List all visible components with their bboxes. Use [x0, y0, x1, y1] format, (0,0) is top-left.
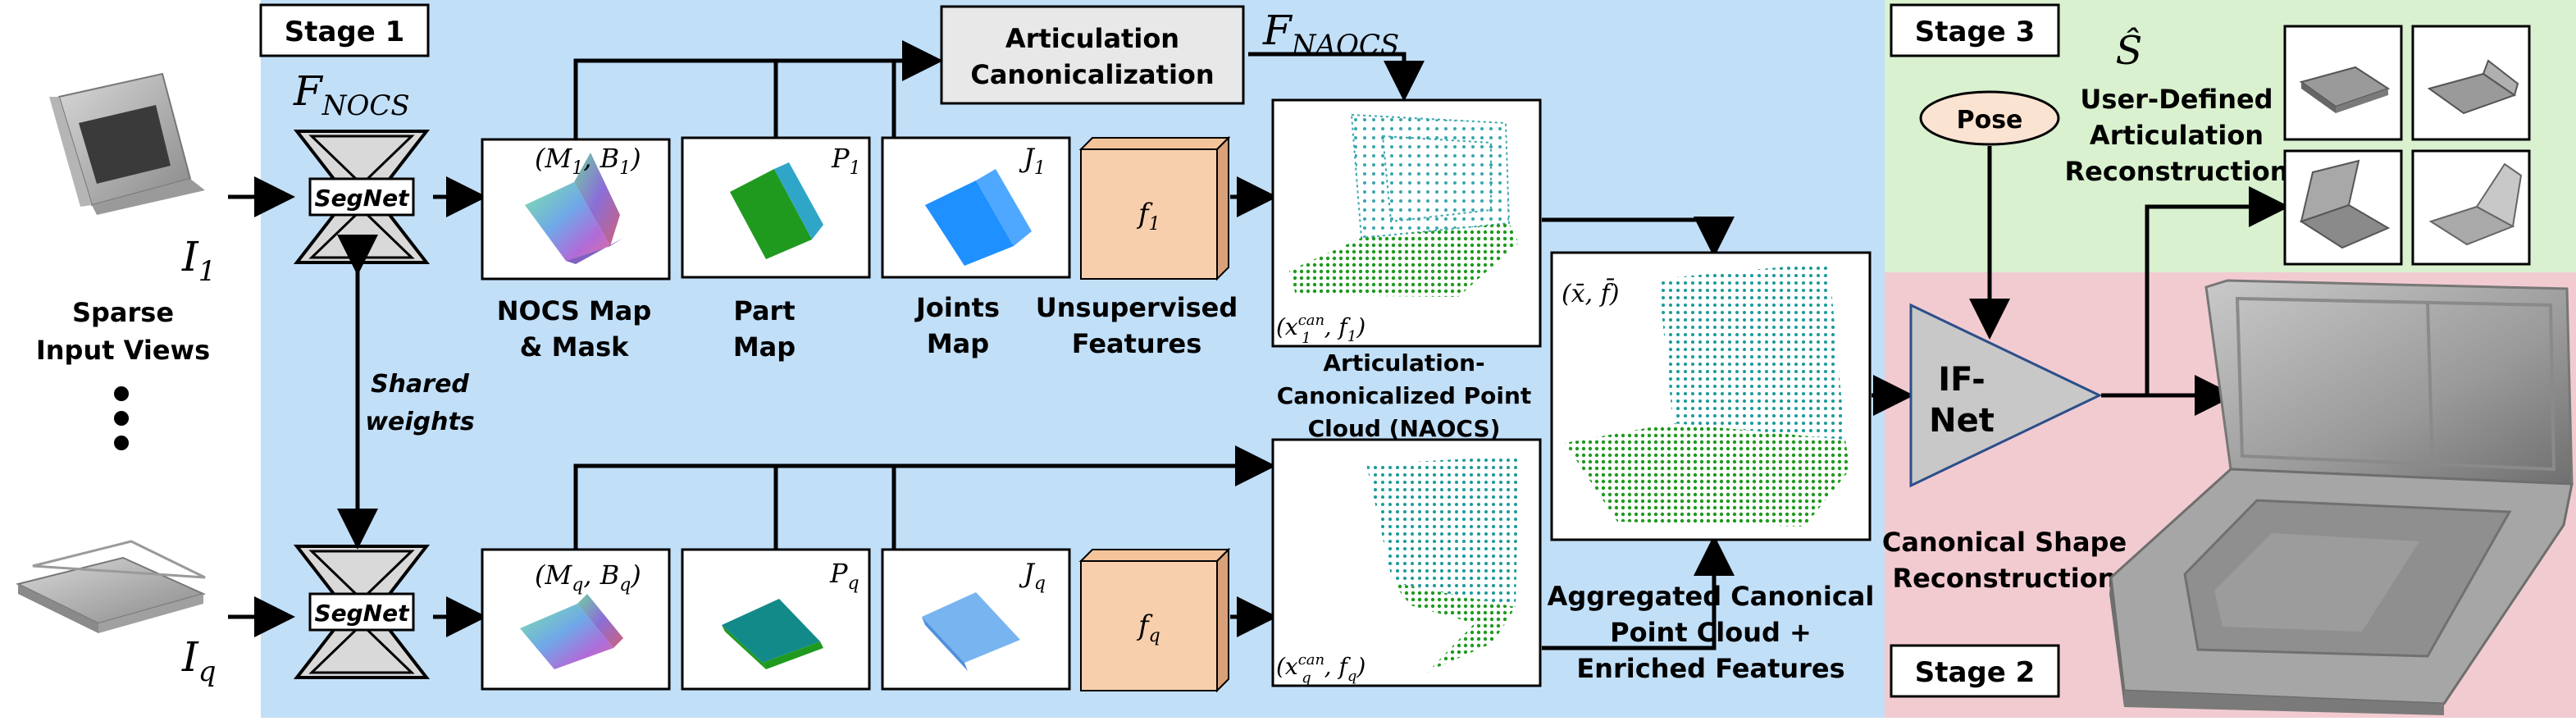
part-map-bottom: Pq	[681, 548, 871, 691]
svg-text:User-Defined: User-Defined	[2080, 84, 2273, 115]
svg-text:Enriched Features: Enriched Features	[1576, 653, 1844, 684]
input-laptop-q	[16, 540, 206, 633]
svg-text:Articulation: Articulation	[1005, 23, 1179, 54]
svg-text:J1: J1	[1019, 143, 1046, 179]
segnet-block-top: SegNet	[293, 130, 431, 264]
top-bus-connectors	[573, 40, 1425, 139]
svg-text:Stage 3: Stage 3	[1915, 16, 2036, 48]
svg-text:SegNet: SegNet	[314, 600, 410, 627]
articulation-thumbnail-2	[2411, 25, 2531, 141]
i1-label: I1	[181, 233, 216, 288]
articulation-thumbnail-1	[2283, 25, 2403, 141]
part-map-top: P1	[681, 136, 871, 279]
caption-user-defined: User-Defined Articulation Reconstruction	[2065, 84, 2289, 187]
svg-text:(Mq, Bq): (Mq, Bq)	[535, 559, 641, 596]
fnocs-label: FNOCS	[293, 67, 410, 122]
svg-text:Point Cloud +: Point Cloud +	[1610, 617, 1812, 648]
svg-text:weights: weights	[365, 408, 474, 436]
svg-text:Pq: Pq	[829, 558, 859, 594]
caption-naocs: Articulation- Canonicalized Point Cloud …	[1277, 349, 1532, 442]
svg-text:Articulation: Articulation	[2090, 120, 2264, 151]
svg-text:Net: Net	[1929, 402, 1995, 440]
shared-weights-caption: Shared weights	[361, 361, 484, 443]
caption-unsupervised-features: Unsupervised Features	[1036, 292, 1238, 359]
pose-ellipse: Pose	[1919, 90, 2060, 146]
svg-text:NOCS Map: NOCS Map	[497, 295, 652, 326]
svg-text:Canonical Shape: Canonical Shape	[1882, 527, 2127, 558]
svg-text:Jq: Jq	[1019, 558, 1046, 594]
svg-text:Ŝ: Ŝ	[2116, 26, 2143, 74]
articulation-thumbnail-3	[2283, 149, 2403, 266]
joint-map-bottom: Jq	[881, 548, 1071, 691]
articulation-thumbnail-4	[2411, 149, 2531, 266]
svg-text:Map: Map	[733, 331, 796, 363]
svg-text:Input Views: Input Views	[36, 335, 210, 366]
nocs-map-top: (M1, B1)	[481, 138, 671, 281]
caption-part-map: Part Map	[733, 295, 796, 363]
svg-text:Part: Part	[733, 295, 795, 326]
segnet-block-bottom: SegNet	[293, 545, 431, 679]
feature-cube-top: f1	[1078, 135, 1231, 281]
svg-text:Features: Features	[1072, 328, 1201, 359]
svg-text:FNOCS: FNOCS	[293, 67, 410, 122]
s-hat-label: Ŝ	[2116, 26, 2143, 74]
svg-text:SegNet: SegNet	[314, 185, 410, 212]
stage3-label: Stage 3	[1890, 3, 2060, 57]
caption-nocs-map: NOCS Map & Mask	[497, 295, 652, 363]
svg-text:Joints: Joints	[914, 292, 1000, 323]
svg-text:& Mask: & Mask	[520, 331, 630, 363]
aggregated-pointcloud: (x̄, f̄)	[1550, 251, 1872, 541]
svg-text:Iq: Iq	[181, 633, 217, 688]
svg-text:P1: P1	[831, 143, 861, 179]
svg-text:(x̄, f̄): (x̄, f̄)	[1562, 277, 1620, 308]
articulation-canonicalization-box: Articulation Canonicalization	[940, 5, 1245, 105]
caption-joints-map: Joints Map	[914, 292, 1000, 359]
svg-text:Reconstruction: Reconstruction	[2065, 156, 2289, 187]
bottom-bus-connectors	[573, 445, 1276, 550]
svg-text:Pose: Pose	[1957, 106, 2023, 135]
svg-text:Canonicalized Point: Canonicalized Point	[1277, 382, 1532, 409]
svg-text:IF-: IF-	[1938, 361, 1986, 399]
iq-label: Iq	[181, 633, 217, 688]
svg-text:Stage 2: Stage 2	[1915, 656, 2036, 689]
input-laptop-1	[49, 72, 205, 215]
ellipsis-dots	[114, 386, 129, 450]
connectors-to-aggregate	[1542, 217, 1735, 650]
svg-text:Canonicalization: Canonicalization	[970, 59, 1214, 90]
svg-text:Map: Map	[927, 328, 989, 359]
feature-cube-bottom: fq	[1078, 547, 1231, 693]
svg-text:Shared: Shared	[371, 370, 469, 399]
svg-text:Articulation-: Articulation-	[1323, 349, 1484, 376]
canonical-shape-mesh	[2109, 279, 2574, 715]
svg-text:Aggregated Canonical: Aggregated Canonical	[1548, 581, 1875, 612]
svg-text:Sparse: Sparse	[72, 297, 174, 328]
svg-text:Unsupervised: Unsupervised	[1036, 292, 1238, 323]
stage1-label: Stage 1	[259, 3, 430, 57]
caption-canonical-shape: Canonical Shape Reconstruction	[1882, 527, 2127, 594]
ifnet-output-connectors	[2101, 186, 2290, 416]
sparse-input-views-caption: Sparse Input Views	[36, 297, 210, 366]
svg-text:Cloud (NAOCS): Cloud (NAOCS)	[1308, 415, 1501, 442]
stage2-label: Stage 2	[1890, 644, 2060, 698]
caption-aggregated: Aggregated Canonical Point Cloud + Enric…	[1548, 581, 1875, 684]
svg-text:Stage 1: Stage 1	[285, 16, 405, 48]
joint-map-top: J1	[881, 136, 1071, 279]
ifnet-block: IF- Net	[1909, 303, 2103, 488]
nocs-map-bottom: (Mq, Bq)	[481, 548, 671, 691]
svg-text:Reconstruction: Reconstruction	[1893, 563, 2117, 594]
svg-text:(M1, B1): (M1, B1)	[535, 143, 641, 179]
svg-text:I1: I1	[181, 233, 216, 288]
